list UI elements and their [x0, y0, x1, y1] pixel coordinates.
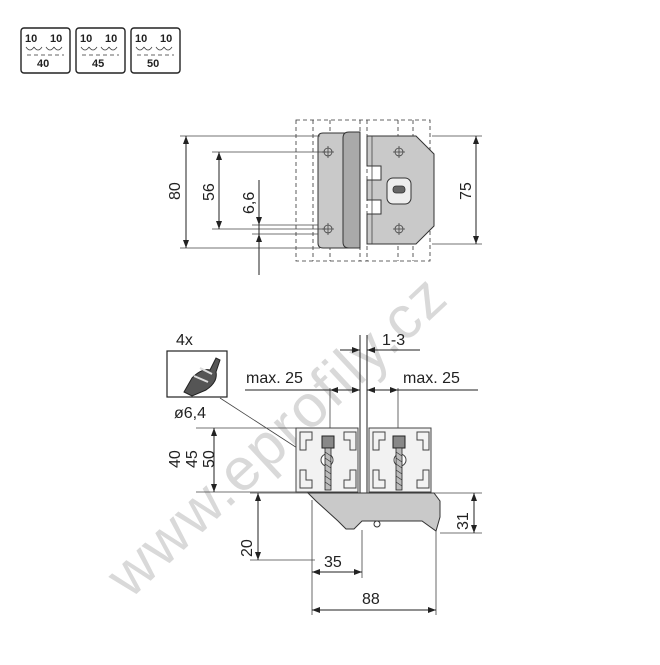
- top-view: 80 56 6,6 75: [167, 119, 482, 275]
- dim-hole-spacing: 56: [201, 183, 218, 201]
- screw: [321, 435, 335, 491]
- dim-bottom-left: 20: [239, 539, 256, 557]
- dim-max-right: max. 25: [403, 370, 460, 387]
- dim-35: 35: [324, 554, 342, 571]
- dim-88: 88: [362, 591, 380, 608]
- profile-badge-40: 10 10 40: [20, 27, 71, 74]
- badge-right-value: 10: [50, 33, 62, 45]
- badge-left-value: 10: [25, 33, 37, 45]
- badge-size-value: 40: [37, 58, 49, 70]
- dim-gap: 1-3: [382, 332, 405, 349]
- screw: [392, 435, 406, 491]
- dim-max-left: max. 25: [246, 370, 303, 387]
- side-view: 4x ø6,4 1-3 max. 25 max. 25: [166, 332, 482, 615]
- badge-left-value: 10: [135, 33, 147, 45]
- dim-overall-height: 80: [167, 182, 184, 200]
- profile-badge-45: 10 10 45: [75, 27, 126, 74]
- badge-right-value: 10: [105, 33, 117, 45]
- dim-profile-40: 40: [167, 450, 184, 468]
- drill-bit-icon: [166, 350, 228, 398]
- dim-right-height: 75: [458, 182, 475, 200]
- dim-slot: 6,6: [241, 192, 258, 214]
- badge-left-value: 10: [80, 33, 92, 45]
- base-clamp: [306, 492, 441, 532]
- screw-count-label: 4x: [176, 332, 193, 349]
- profile-badge-50: 10 10 50: [130, 27, 181, 74]
- badge-size-value: 50: [147, 58, 159, 70]
- badge-right-value: 10: [160, 33, 172, 45]
- dim-profile-50: 50: [201, 450, 218, 468]
- dim-bottom-right: 31: [455, 512, 472, 530]
- drill-diameter-label: ø6,4: [174, 405, 206, 422]
- badge-size-value: 45: [92, 58, 104, 70]
- dim-profile-45: 45: [184, 450, 201, 468]
